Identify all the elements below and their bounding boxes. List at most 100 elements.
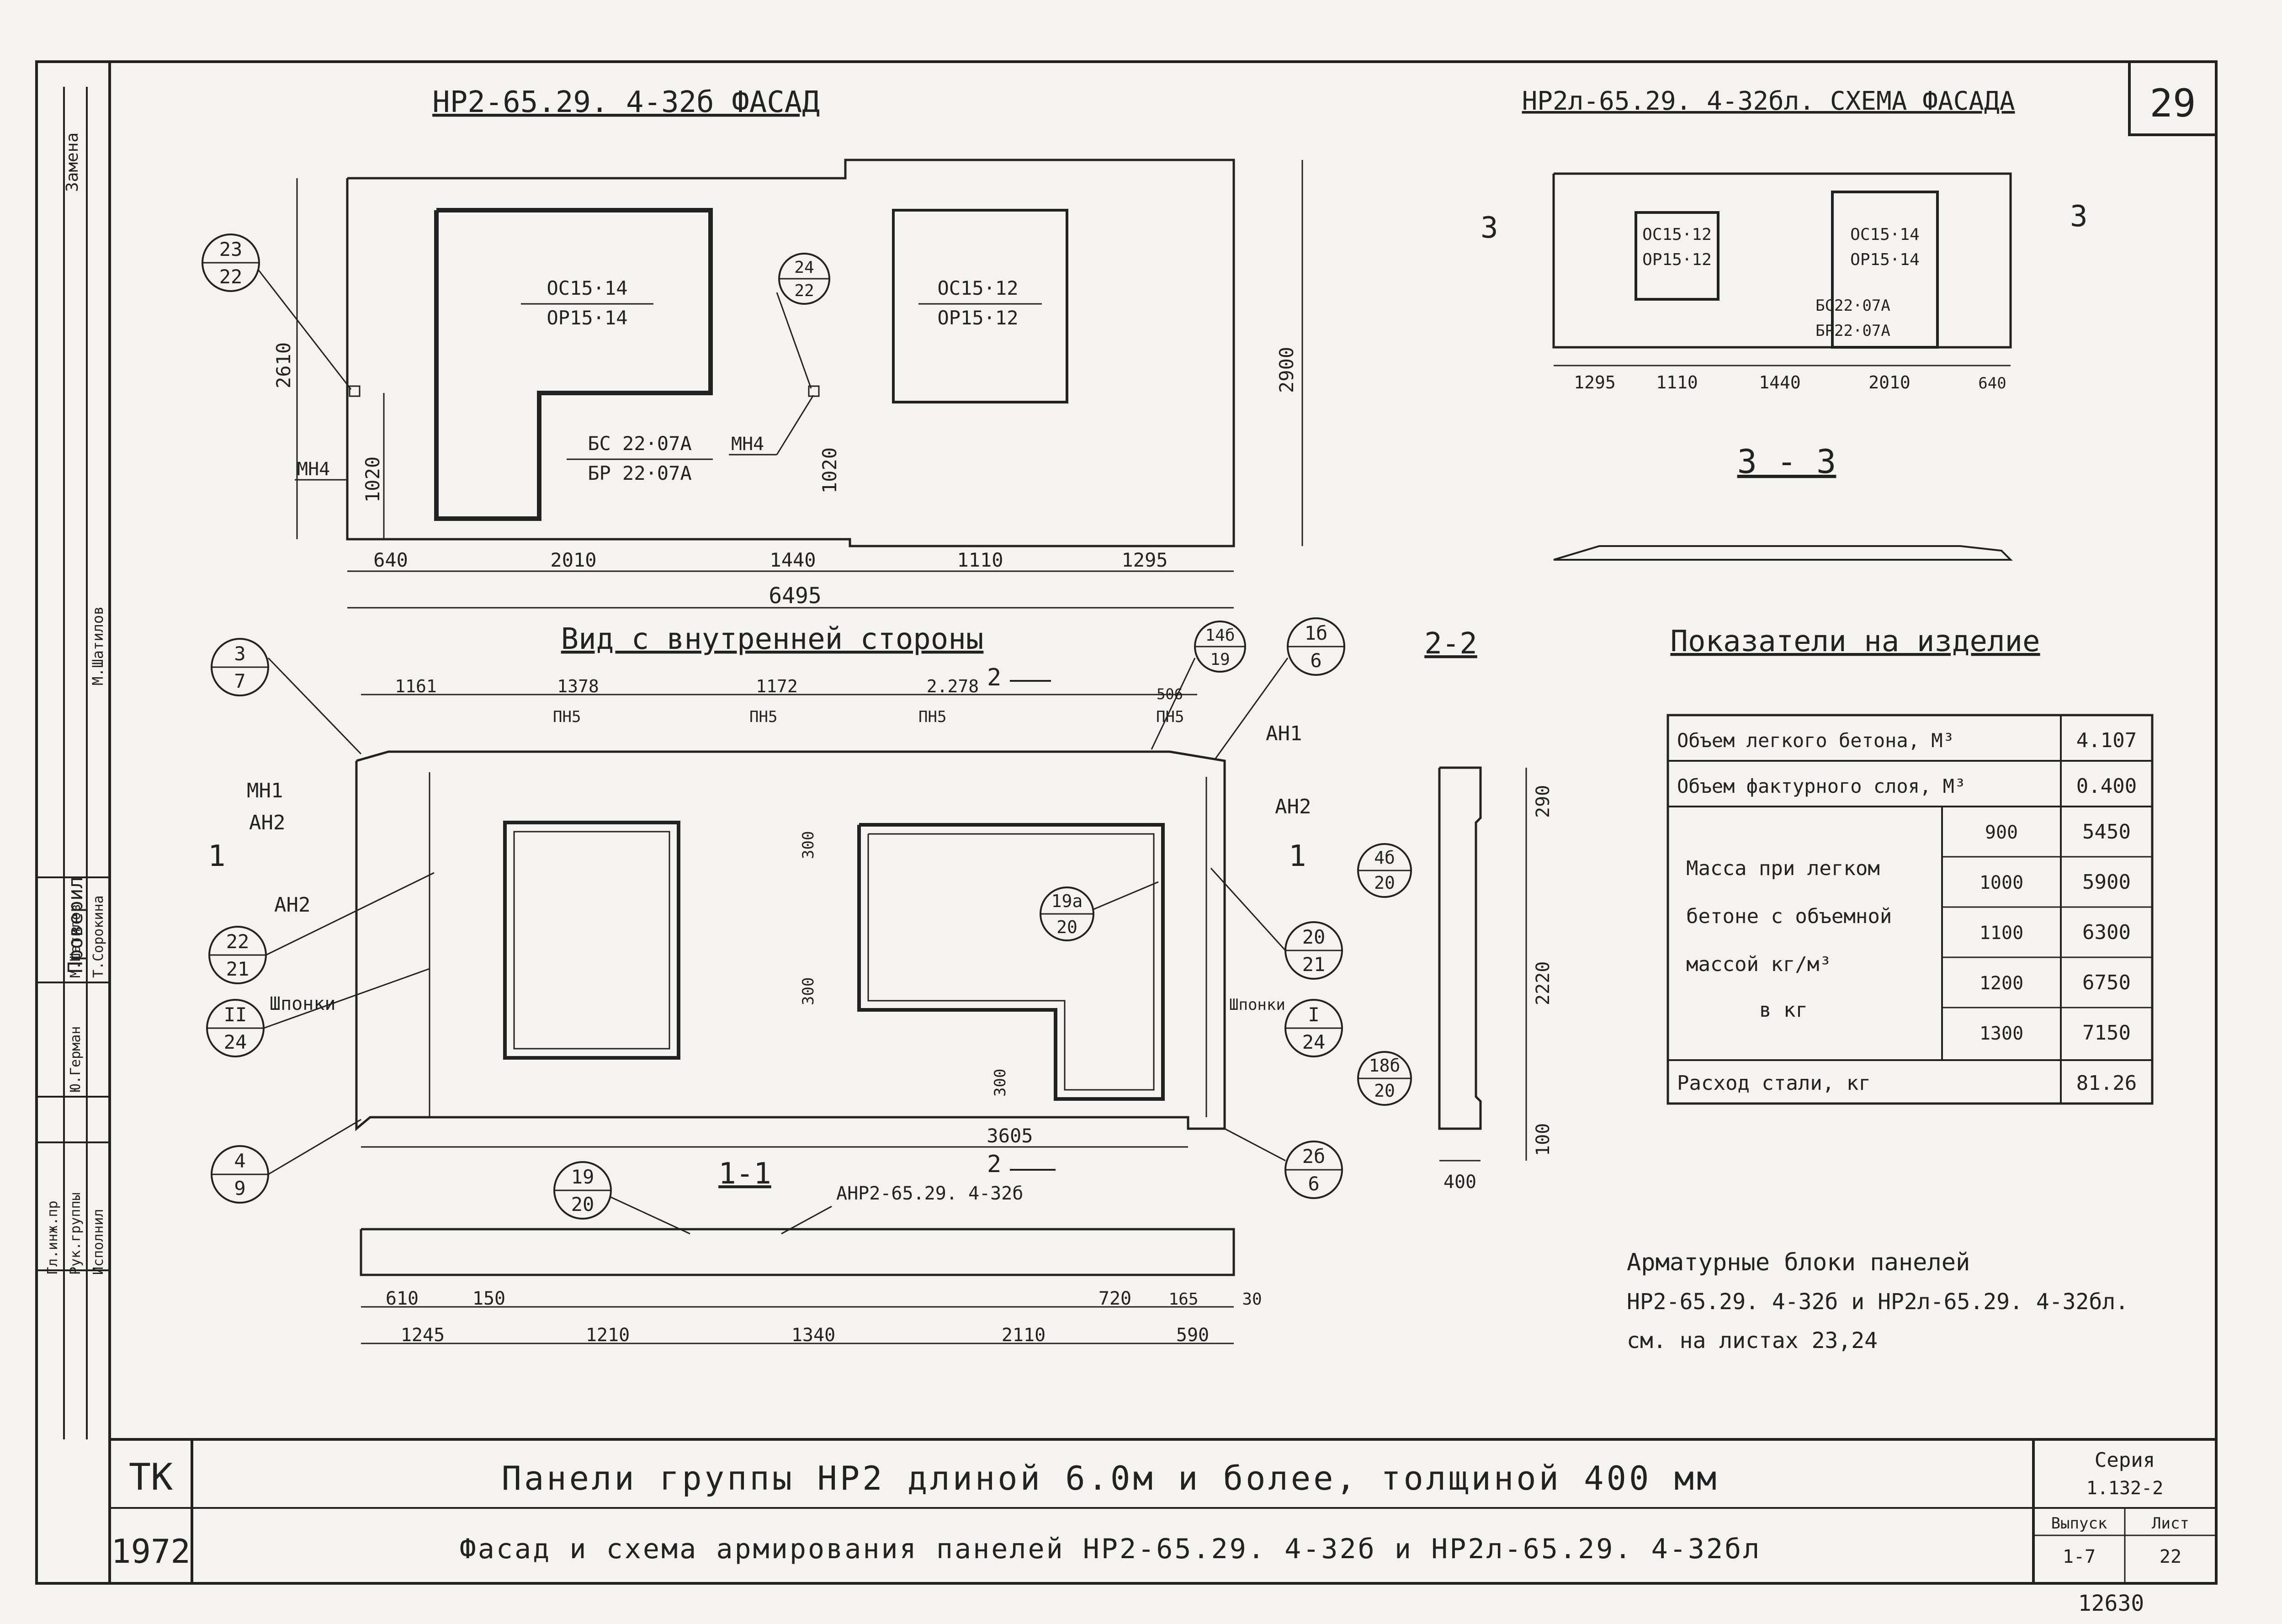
inner-callout-3-bottom: 24 (224, 1031, 247, 1053)
inner-callout-10-bottom: 6 (1308, 1173, 1319, 1195)
mass-row1-value: 5450 (2082, 820, 2131, 844)
facade-door-top: БС 22·07А (588, 432, 692, 455)
section22-callout-a-top: 4б (1374, 848, 1395, 868)
mass-row3-density: 1100 (1980, 923, 2023, 944)
facade-dim-2900: 2900 (1275, 347, 1298, 393)
inner-callout-11-bottom: 20 (571, 1193, 594, 1215)
inner-top-dim-1: 1161 (395, 676, 437, 696)
scheme-dim-2: 1110 (1656, 372, 1698, 393)
inner-pn-1: ПН5 (553, 708, 581, 726)
scheme-dim-3: 1440 (1759, 372, 1801, 393)
inner-dim-300-b: 300 (799, 977, 817, 1005)
mass-row1-density: 900 (1985, 822, 2018, 843)
facade-window-left-bottom: ОР15·14 (547, 307, 627, 329)
sheet-number: 29 (2149, 81, 2196, 126)
mass-label-line2: бетоне с объемной (1686, 905, 1892, 928)
scheme-window2-bottom: ОР15·14 (1850, 250, 1920, 269)
inner-callout-1-bottom: 7 (234, 670, 245, 692)
stamp-header-3: Исполнил (90, 1209, 106, 1275)
inner-callout-2-bottom: 21 (226, 958, 249, 980)
scheme-door-top: БС22·07А (1815, 297, 1890, 315)
facade-callout-b-bottom: 22 (794, 281, 814, 300)
inner-callout-1-top: 3 (234, 642, 245, 665)
inner-dim-300-c: 300 (991, 1069, 1009, 1097)
section22-dim-400: 400 (1443, 1172, 1476, 1193)
inner-title: Вид с внутренней стороны (561, 622, 984, 656)
stamp-header-1: Гл.инж.пр (45, 1200, 61, 1275)
section11-title: 1-1 (718, 1157, 771, 1191)
inner-callout-10-top: 2б (1302, 1145, 1326, 1168)
title-line2: Фасад и схема армирования панелей НР2-65… (460, 1533, 1762, 1565)
facade-dim-1020-left: 1020 (361, 456, 384, 503)
mass-row5-value: 7150 (2082, 1021, 2131, 1045)
indicators-row1-label: Объем легкого бетона, М³ (1677, 729, 1954, 752)
section-2-2: 2-2 290 2220 100 400 4б 20 18б 20 (1357, 627, 1554, 1193)
facade-mark-mn4-right: МН4 (731, 434, 764, 455)
mass-label-line3: массой кг/м³ (1686, 953, 1831, 976)
section11-lower-4: 2110 (1002, 1325, 1045, 1346)
facade-bottom-dim-4: 1110 (957, 549, 1003, 571)
mass-label-line4: в кг (1759, 998, 1808, 1022)
mass-row3-value: 6300 (2082, 921, 2131, 944)
inner-top-dim-2: 1378 (557, 676, 599, 696)
facade-bottom-dim-1: 640 (373, 549, 408, 571)
steel-label: Расход стали, кг (1677, 1072, 1871, 1095)
inner-pn-2: ПН5 (749, 708, 777, 726)
title-line1: Панели группы НР2 длиной 6.0м и более, т… (502, 1459, 1719, 1497)
inner-callout-7-bottom: 20 (1056, 917, 1077, 937)
inner-cut2-bottom: 2 (987, 1151, 1001, 1178)
side-stamp: Замена Проверил М.Шатилов Гл.инж.пр Рук.… (37, 87, 110, 1439)
inner-dim-3605: 3605 (987, 1125, 1033, 1147)
inner-label-an1: АН1 (1266, 722, 1302, 745)
inner-dim-300-a: 300 (799, 831, 817, 859)
inner-top-dim-4: 2.278 (927, 676, 979, 696)
facade-window-left-top: ОС15·14 (547, 277, 627, 299)
scheme-window1-bottom: ОР15·12 (1642, 250, 1712, 269)
inner-label-an2-c: АН2 (1275, 795, 1311, 818)
indicators-row1-value: 4.107 (2076, 729, 2137, 752)
indicators-row2-label: Объем фактурного слоя, М³ (1677, 775, 1966, 797)
stamp-revision: Замена (63, 133, 82, 192)
scheme-dim-5: 640 (1978, 374, 2006, 393)
indicators-title: Показатели на изделие (1670, 625, 2040, 658)
section11-lower-5: 590 (1176, 1325, 1209, 1346)
inner-callout-4-top: 4 (234, 1150, 245, 1172)
section22-callout-b-top: 18б (1369, 1056, 1401, 1076)
issue-value: 1-7 (2063, 1546, 2096, 1567)
note-line2: НР2-65.29. 4-32б и НР2л-65.29. 4-32бл. (1627, 1289, 2128, 1315)
facade-view: НР2-65.29. 4-32б ФАСАД ОС15·14 ОР15·14 О… (202, 85, 1303, 609)
section11-upper-3: 720 (1099, 1288, 1131, 1309)
indicators-row2-value: 0.400 (2076, 775, 2137, 798)
section11-upper-2: 150 (472, 1288, 505, 1309)
stamp-checked-name: М.Шатилов (89, 606, 106, 685)
section11-upper-1: 610 (386, 1288, 419, 1309)
scheme-window2-top: ОС15·14 (1850, 225, 1920, 244)
scheme-window1-top: ОС15·12 (1642, 225, 1712, 244)
inner-callout-4-bottom: 9 (234, 1177, 245, 1199)
inner-cut1-right: 1 (1289, 839, 1306, 873)
indicators-table: Показатели на изделие Объем легкого бето… (1666, 625, 2154, 1105)
stamp-name-1: Ю.Герман (68, 1026, 84, 1093)
section11-lower-2: 1210 (586, 1325, 630, 1346)
inner-callout-8-bottom: 21 (1302, 953, 1326, 976)
stamp-name-3: Т.Сорокина (90, 895, 106, 978)
scheme-dim-4: 2010 (1868, 372, 1911, 393)
scheme-door-bottom: БР22·07А (1815, 322, 1890, 340)
series-label: Серия (2095, 1449, 2155, 1472)
facade-window-right-bottom: ОР15·12 (937, 307, 1018, 329)
facade-total-dim: 6495 (769, 583, 822, 609)
section11-upper-4: 165 (1168, 1290, 1198, 1309)
note-line3: см. на листах 23,24 (1627, 1328, 1878, 1353)
section22-dim-2220: 2220 (1533, 961, 1554, 1005)
outer-border (35, 60, 2218, 1585)
stamp-checked-label: Проверил (64, 876, 87, 973)
scheme-cut-left: 3 (1481, 211, 1498, 245)
issue-label: Выпуск (2051, 1514, 2107, 1533)
facade-callout-b-top: 24 (794, 258, 814, 277)
archive-number: 12630 (2078, 1591, 2144, 1616)
inner-view: Вид с внутренней стороны 1161 1378 1172 … (206, 617, 1345, 1204)
inner-callout-6-top: 1б (1305, 622, 1328, 644)
steel-value: 81.26 (2076, 1072, 2137, 1095)
facade-mark-mn4-left: МН4 (297, 459, 330, 480)
section-1-1: 1-1 19 20 АНР2-65.29. 4-32б 610 150 720 … (360, 1157, 1262, 1346)
